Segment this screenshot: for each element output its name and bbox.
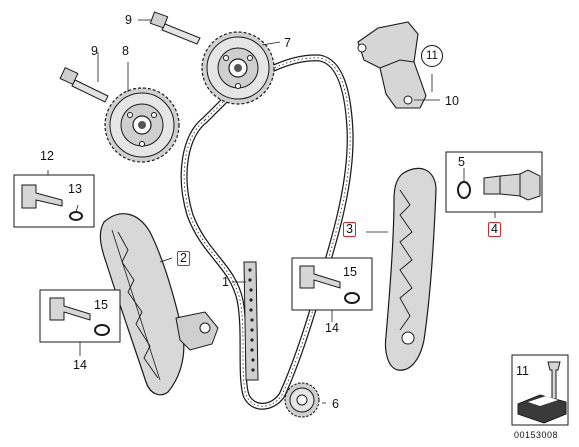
callout-5: 5 bbox=[458, 155, 465, 169]
callout-13: 13 bbox=[68, 182, 82, 196]
timing-chain bbox=[180, 54, 354, 410]
camshaft-sprocket-intake bbox=[104, 87, 180, 163]
detail-box-pin-14-right bbox=[291, 257, 373, 311]
callout-15-left: 15 bbox=[94, 298, 108, 312]
camshaft-bolt-lower bbox=[59, 66, 109, 103]
callout-11-circled: 11 bbox=[421, 45, 443, 67]
callout-6: 6 bbox=[332, 397, 339, 411]
crankshaft-sprocket bbox=[284, 382, 320, 418]
tensioner-rail bbox=[99, 213, 219, 396]
callout-9-top: 9 bbox=[125, 13, 132, 27]
callout-2: 2 bbox=[177, 251, 190, 266]
camshaft-sprocket-exhaust bbox=[201, 31, 275, 105]
chain-bracket bbox=[357, 21, 440, 109]
callout-7: 7 bbox=[284, 36, 291, 50]
callout-12: 12 bbox=[40, 149, 54, 163]
callout-14-left: 14 bbox=[73, 358, 87, 372]
legend-box bbox=[511, 354, 569, 426]
callout-9-left: 9 bbox=[91, 44, 98, 58]
camshaft-bolt-upper bbox=[149, 11, 201, 45]
detail-box-pin-12 bbox=[13, 174, 95, 228]
detail-box-pin-14-left bbox=[39, 289, 121, 343]
callout-4: 4 bbox=[488, 222, 501, 237]
callout-14-right: 14 bbox=[325, 321, 339, 335]
leader-lines bbox=[47, 19, 496, 404]
callout-8: 8 bbox=[122, 44, 129, 58]
detail-box-chain-tensioner bbox=[445, 151, 543, 213]
catalog-number: 00153008 bbox=[514, 430, 559, 440]
callout-1: 1 bbox=[222, 275, 229, 289]
callout-3: 3 bbox=[343, 222, 356, 237]
guide-rail bbox=[384, 167, 437, 371]
callout-11-legend: 11 bbox=[516, 364, 529, 378]
callout-10: 10 bbox=[445, 94, 459, 108]
chain-link-section bbox=[243, 261, 259, 381]
callout-15-right: 15 bbox=[343, 265, 357, 279]
